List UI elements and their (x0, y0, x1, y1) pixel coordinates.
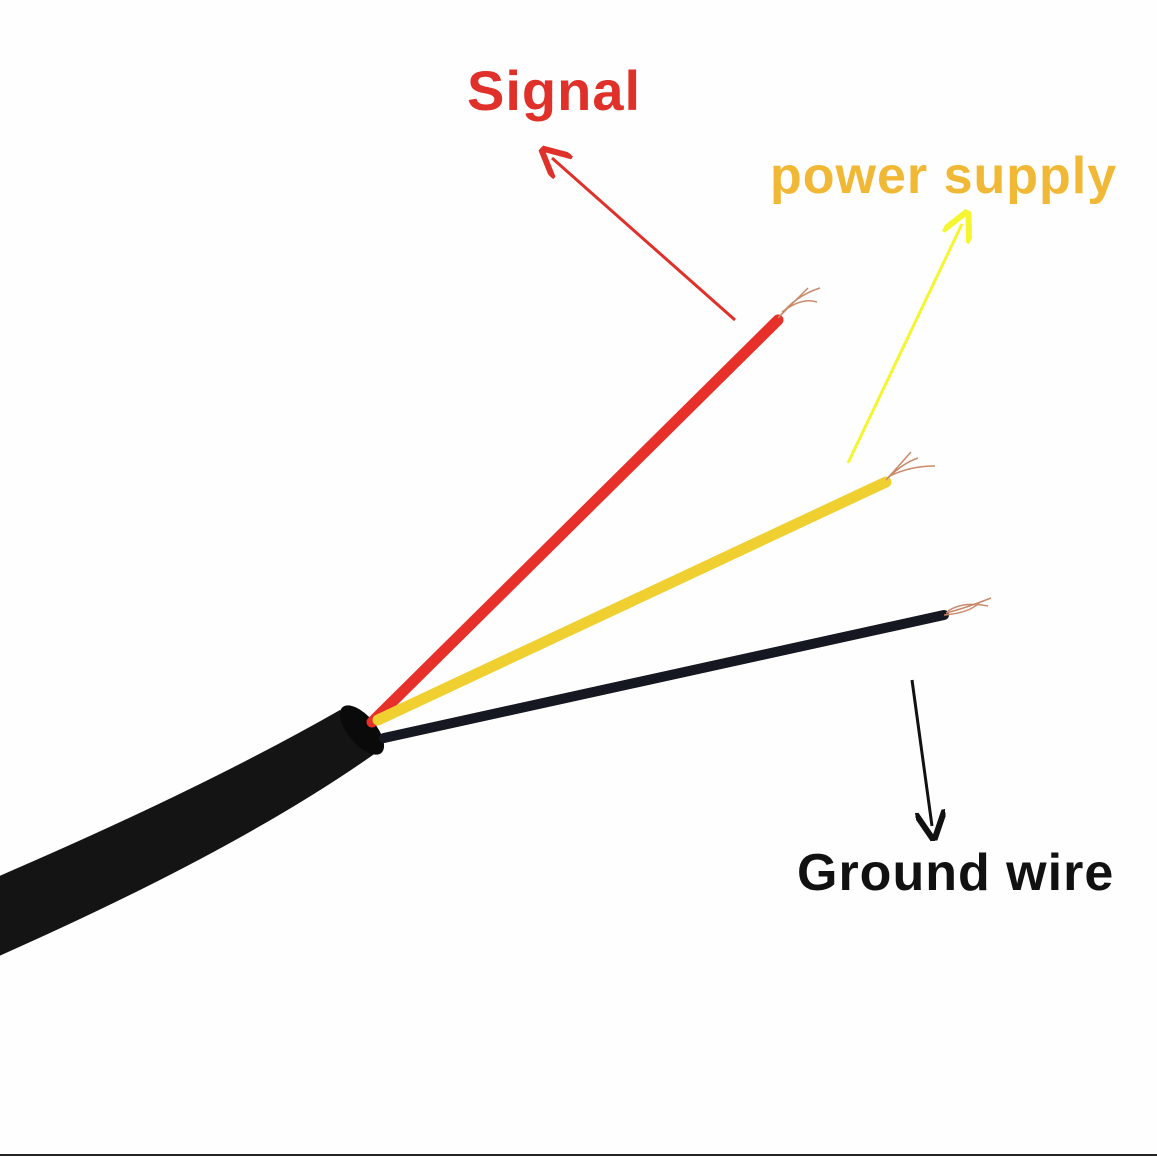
bottom-divider (0, 1154, 1157, 1156)
signal-wire (366, 314, 784, 728)
ground-arrow (910, 679, 932, 826)
ground-wire-label: Ground wire (797, 844, 1115, 902)
signal-arrow (552, 158, 736, 322)
power-supply-label: power supply (770, 147, 1118, 205)
cable-jacket (0, 710, 380, 956)
ground-wire (379, 610, 949, 743)
copper-strands (777, 287, 992, 616)
power-wire (372, 476, 892, 726)
power-arrow (846, 224, 962, 464)
jacket-end (339, 705, 385, 755)
signal-label: Signal (467, 59, 642, 122)
